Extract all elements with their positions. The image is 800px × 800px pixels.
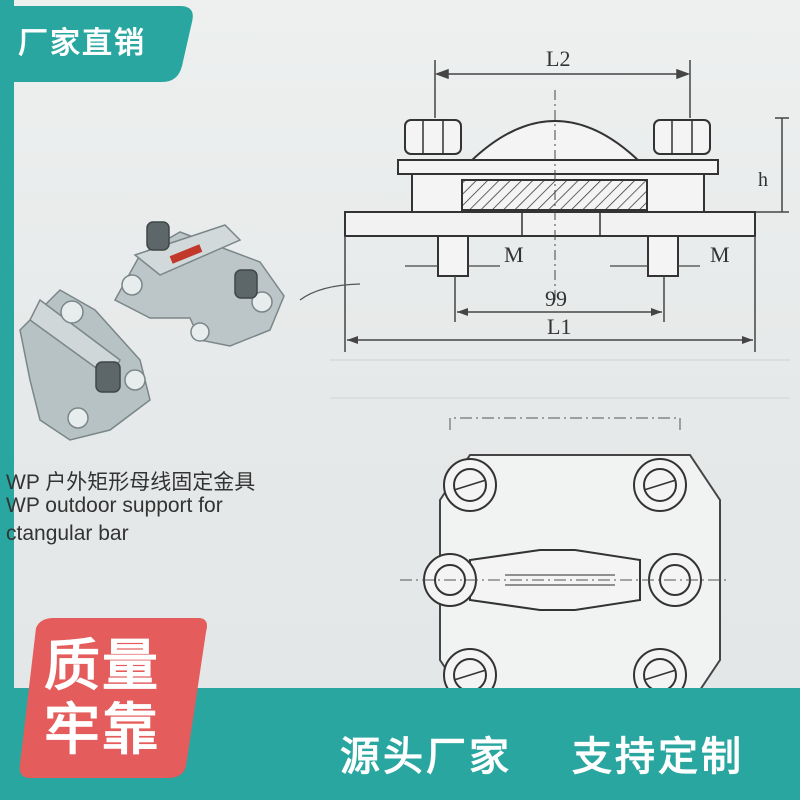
dim-m-left-label: M — [504, 242, 524, 267]
quality-line1: 质量 — [44, 634, 160, 699]
quality-badge — [19, 618, 207, 778]
quality-line2: 牢靠 — [44, 698, 160, 763]
product-caption-en-line2: ctangular bar — [6, 522, 129, 545]
dim-l1-label: L1 — [547, 314, 571, 339]
top-badge — [0, 6, 200, 84]
product-caption-en-line1: WP outdoor support for — [6, 494, 223, 517]
product-caption-cn: WP 户外矩形母线固定金具 — [6, 471, 256, 494]
top-badge-label: 厂家直销 — [18, 26, 146, 61]
dim-m-right-label: M — [710, 242, 730, 267]
slogan-source-factory: 源头厂家 — [340, 734, 512, 780]
dimension-l2 — [434, 60, 691, 118]
dim-h-label: h — [758, 169, 768, 191]
left-accent-strip — [0, 0, 14, 800]
slogan-custom-support: 支持定制 — [572, 734, 744, 780]
dim-99-label: 99 — [545, 286, 567, 311]
product-photo — [19, 221, 285, 441]
dim-l2-label: L2 — [546, 46, 570, 71]
plan-view — [423, 454, 721, 706]
